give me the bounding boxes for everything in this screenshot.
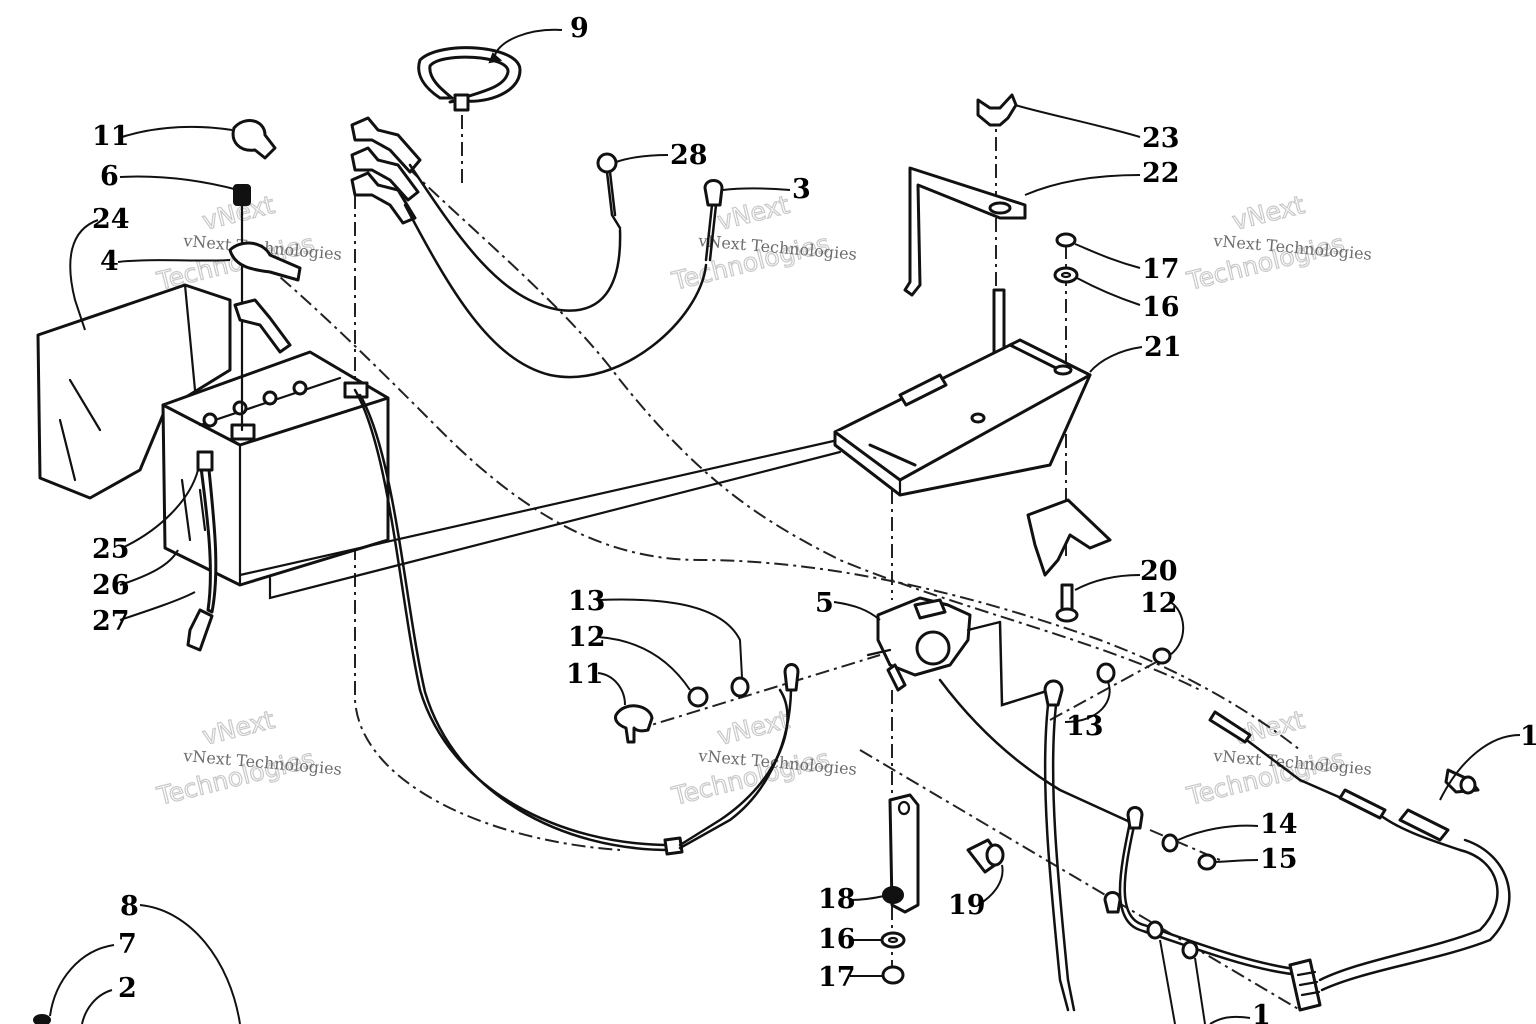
callout-13-left: 13 [568,586,606,617]
callout-23: 23 [1142,123,1180,154]
spacer-19 [966,838,1005,874]
callout-7: 7 [118,929,137,960]
callout-14: 14 [1260,809,1298,840]
callout-22: 22 [1142,158,1180,189]
washer-12-left [687,686,709,708]
callout-25: 25 [92,534,130,565]
callout-19: 19 [948,890,986,921]
bolt-20 [1055,583,1079,623]
callout-3: 3 [792,174,811,205]
callout-27: 27 [92,606,130,637]
ground-cable-right [1043,679,1076,1012]
terminal-cap-11-left [614,704,654,744]
cable-28 [596,152,622,230]
battery [161,350,390,587]
callout-15: 15 [1260,844,1298,875]
callout-8: 8 [120,891,139,922]
cable-3 [703,179,724,262]
tray-bracket [1026,498,1112,577]
cable-top [228,241,302,354]
callout-11-left: 11 [566,659,604,690]
hold-down-band [417,46,522,112]
callout-21: 21 [1144,332,1182,363]
watermark-brand: vNext [1229,190,1307,236]
watermark-bottom-left: vNext Technologies vNext Technologies [153,704,343,811]
lower-bracket [888,793,920,914]
callout-16-top: 16 [1142,292,1180,323]
callout-9: 9 [570,13,589,44]
watermark-brand: vNext [199,705,277,751]
callout-13-right: 13 [1066,711,1104,742]
watermark-top-right: vNext Technologies vNext Technologies [1183,189,1373,296]
solenoid [866,596,1002,692]
watermark-brand: vNext [714,190,792,236]
callout-17-bottom: 17 [818,962,856,993]
callout-11-top: 11 [92,121,130,152]
positive-cable [350,116,708,379]
battery-tray [833,338,1092,497]
nut-17-bottom [881,965,905,985]
callout-26: 26 [92,570,130,601]
terminal-cap-top [231,119,277,160]
callout-2: 2 [118,973,137,1004]
callout-6: 6 [100,161,119,192]
callout-10: 10 [1520,721,1536,752]
washer-16-top [1053,266,1079,284]
bottom-left-part [33,1014,51,1024]
watermark-brand: vNext [714,705,792,751]
nut-18 [882,886,904,904]
nut-13-left [730,676,750,698]
battery-strap-rod [238,438,842,600]
callout-16-bottom: 16 [818,924,856,955]
callout-4: 4 [100,246,119,277]
leader-lines [49,28,1521,1024]
callout-28: 28 [670,140,708,171]
callout-20: 20 [1140,556,1178,587]
washer-16-bottom [880,931,906,949]
callout-17-top: 17 [1142,254,1180,285]
main-cable [353,388,789,856]
callout-12-right: 12 [1140,588,1178,619]
watermark-bottom-middle: vNext Technologies vNext Technologies [668,704,858,811]
nut-17-top [1055,232,1077,248]
wing-nut [976,93,1018,127]
hold-down-bracket [903,166,1027,297]
wiring-harness [1103,710,1511,1012]
callout-1: 1 [1252,1000,1271,1024]
callout-labels: 9 11 6 24 4 28 3 23 22 17 16 21 25 26 27… [92,13,1536,1024]
vent-tube [186,450,218,652]
callout-12-left: 12 [568,622,606,653]
washer-12-right [1152,647,1172,665]
callout-24: 24 [92,204,130,235]
ground-cable-center [678,663,800,850]
watermark-top-middle: vNext Technologies vNext Technologies [668,189,858,296]
callout-18: 18 [818,884,856,915]
nut-13-right [1096,662,1116,684]
callout-5: 5 [815,588,834,619]
